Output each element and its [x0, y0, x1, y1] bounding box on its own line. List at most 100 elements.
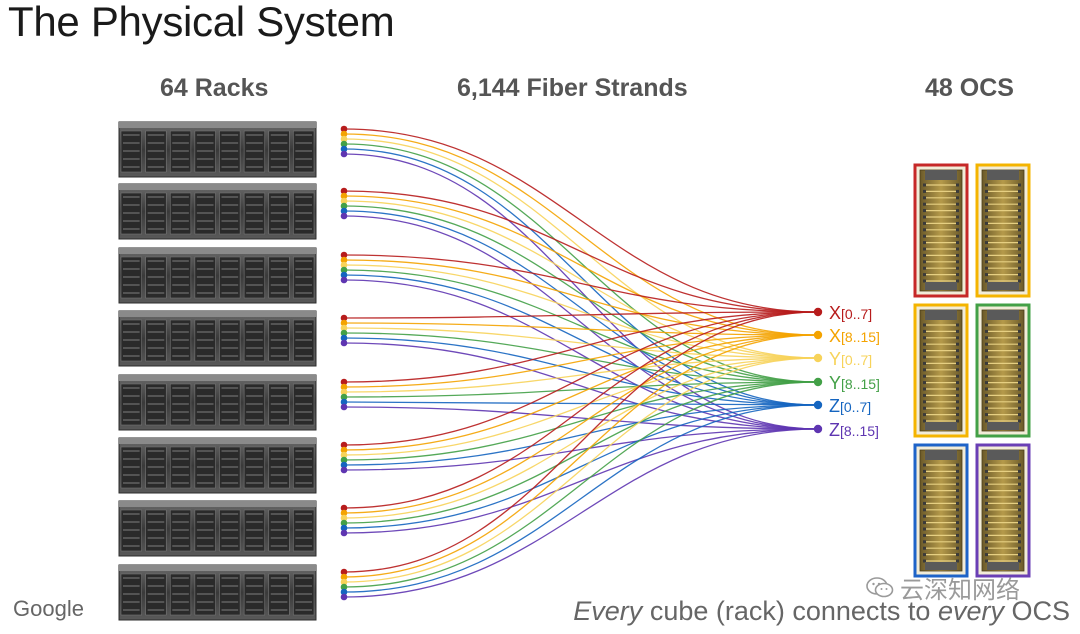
fiber-strand	[343, 404, 819, 593]
tagline-end: OCS	[1003, 596, 1070, 626]
fiber-endpoint-dot	[340, 145, 348, 153]
ocs-group	[913, 163, 1031, 578]
ocs-axis-range: [8..15]	[841, 376, 880, 392]
fiber-endpoint-dot	[340, 256, 348, 264]
ocs-unit	[975, 303, 1031, 438]
rack	[118, 437, 317, 494]
ocs-target-dot	[813, 353, 823, 363]
fiber-strand	[343, 334, 819, 514]
ocs-axis-range: [0..7]	[841, 352, 872, 368]
fiber-endpoint-dot	[340, 319, 348, 327]
ocs-unit	[975, 163, 1031, 298]
racks-header: 64 Racks	[160, 74, 269, 102]
fiber-strand	[343, 406, 819, 430]
fiber-endpoint-dot	[340, 150, 348, 158]
ocs-axis-range: [0..7]	[840, 399, 871, 415]
fiber-strand	[343, 428, 819, 534]
fiber-strand	[343, 259, 819, 336]
fiber-strand	[343, 311, 819, 509]
fiber-strand	[343, 254, 819, 313]
ocs-group-label: X[0..7]	[829, 303, 872, 323]
fiber-strand	[343, 332, 819, 383]
ocs-axis-letter: Z	[829, 396, 840, 416]
fiber-strand	[343, 264, 819, 359]
fiber-strand	[343, 334, 819, 451]
fiber-endpoint-dot	[340, 276, 348, 284]
fiber-strand	[343, 337, 819, 406]
rack	[118, 374, 317, 431]
fiber-endpoint-dot	[340, 314, 348, 322]
ocs-group-label: Y[0..7]	[829, 349, 872, 369]
fibers-header: 6,144 Fiber Strands	[457, 74, 688, 102]
fiber-strand	[343, 381, 819, 461]
ocs-axis-letter: Z	[829, 420, 840, 440]
ocs-unit	[913, 163, 969, 298]
fiber-endpoint-dot	[340, 398, 348, 406]
fiber-endpoint-dot	[340, 140, 348, 148]
ocs-group-label: Z[8..15]	[829, 420, 879, 440]
fiber-endpoint-dot	[340, 573, 348, 581]
fiber-strand	[343, 128, 819, 313]
fiber-strand	[343, 153, 819, 430]
fiber-strand	[343, 401, 819, 406]
fiber-strand	[343, 190, 819, 313]
ocs-target-dot	[813, 330, 823, 340]
fiber-strand	[343, 334, 819, 578]
fiber-endpoint-dot	[340, 529, 348, 537]
fiber-strand	[343, 311, 819, 446]
fiber-strand	[343, 404, 819, 466]
racks-group	[118, 121, 317, 621]
fiber-endpoint-dot	[340, 514, 348, 522]
tagline-middle: cube (rack) connects to	[642, 596, 938, 626]
fiber-endpoint-dot	[340, 207, 348, 215]
fiber-strand	[343, 311, 819, 383]
google-logo: Google	[13, 596, 84, 621]
fiber-endpoint-dot	[340, 524, 348, 532]
fiber-endpoint-dot	[340, 509, 348, 517]
fiber-strand	[343, 269, 819, 383]
ocs-unit	[913, 303, 969, 438]
fiber-endpoint-dot	[340, 393, 348, 401]
fiber-strand	[343, 404, 819, 529]
fiber-endpoint-dot	[340, 324, 348, 332]
ocs-header: 48 OCS	[925, 74, 1014, 102]
fiber-endpoint-dot	[340, 504, 348, 512]
ocs-target-dot	[813, 424, 823, 434]
rack	[118, 564, 317, 621]
fiber-endpoint-dot	[340, 466, 348, 474]
fiber-strand	[343, 133, 819, 336]
fiber-endpoint-dot	[340, 334, 348, 342]
fiber-strand	[343, 143, 819, 383]
fiber-strand	[343, 357, 819, 456]
fiber-strand	[343, 322, 819, 336]
rack	[118, 310, 317, 367]
fiber-strand	[343, 279, 819, 430]
ocs-group-label: Y[8..15]	[829, 373, 880, 393]
ocs-unit	[913, 443, 969, 578]
fiber-endpoint-dot	[340, 568, 348, 576]
rack	[118, 500, 317, 557]
fiber-strand	[343, 215, 819, 430]
tagline-every-2: every	[937, 596, 1004, 626]
ocs-axis-range: [8..15]	[841, 329, 880, 345]
fiber-endpoint-dot	[340, 461, 348, 469]
fiber-strand	[343, 205, 819, 383]
ocs-axis-letter: X	[829, 326, 841, 346]
fiber-strand	[343, 334, 819, 388]
ocs-axis-range: [8..15]	[840, 423, 879, 439]
ocs-unit	[975, 443, 1031, 578]
fiber-endpoint-dot	[340, 187, 348, 195]
fiber-strand	[343, 357, 819, 583]
ocs-group-label: Z[0..7]	[829, 396, 871, 416]
fiber-strand	[343, 327, 819, 359]
ocs-group-label: X[8..15]	[829, 326, 880, 346]
fiber-endpoint-dot	[340, 519, 348, 527]
rack	[118, 183, 317, 240]
fiber-endpoint-dot	[340, 130, 348, 138]
fiber-strand	[343, 210, 819, 406]
fiber-endpoint-dot	[340, 588, 348, 596]
ocs-axis-letter: Y	[829, 373, 841, 393]
fiber-endpoint-dot	[340, 125, 348, 133]
fiber-strand	[343, 195, 819, 336]
fiber-endpoint-dot	[340, 261, 348, 269]
